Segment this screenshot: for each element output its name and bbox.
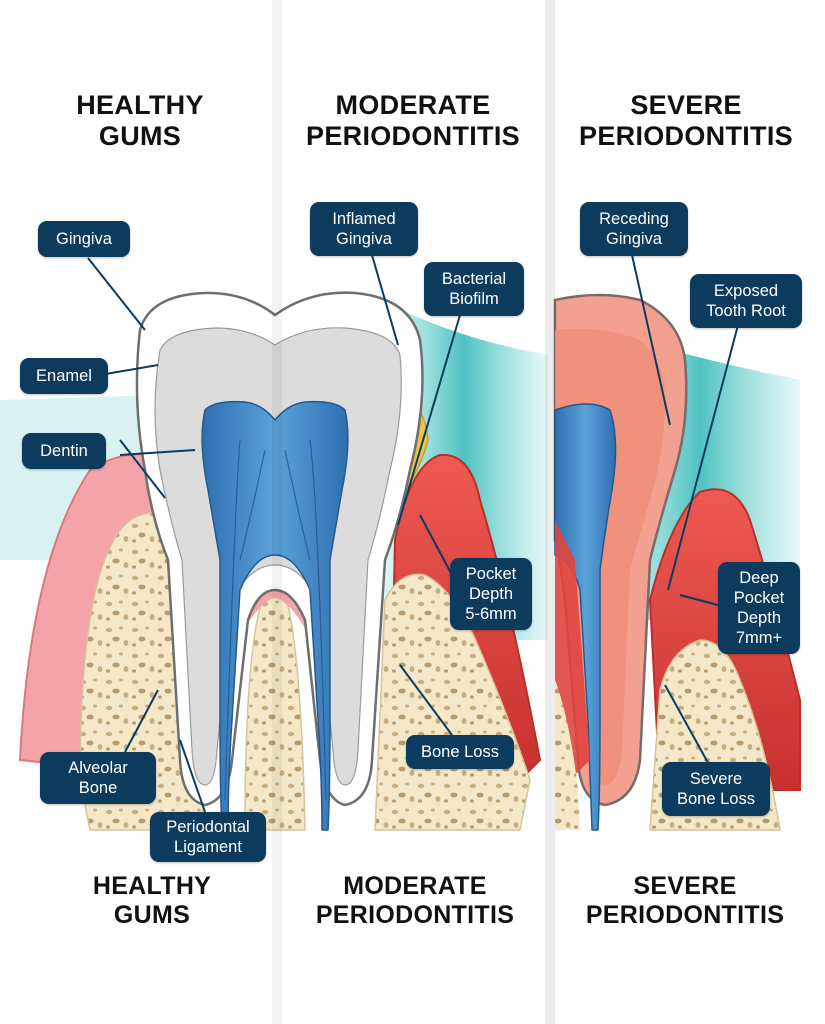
label-receding-gingiva: Receding Gingiva: [580, 202, 688, 256]
label-bacterial-biofilm: Bacterial Biofilm: [424, 262, 524, 316]
label-gingiva: Gingiva: [38, 221, 130, 257]
severe-bone-left: [555, 680, 580, 830]
label-deep-pocket-depth: Deep Pocket Depth 7mm+: [718, 562, 800, 654]
label-periodontal-ligament: Periodontal Ligament: [150, 812, 266, 862]
top-title-healthy: HEALTHY GUMS: [76, 90, 204, 151]
leader-lines: [87, 254, 739, 813]
label-exposed-tooth-root: Exposed Tooth Root: [690, 274, 802, 328]
bottom-title-moderate: MODERATE PERIODONTITIS: [315, 872, 515, 929]
label-pocket-depth: Pocket Depth 5-6mm: [450, 558, 532, 630]
panel-divider-2: [545, 0, 555, 1024]
label-alveolar-bone: Alveolar Bone: [40, 752, 156, 804]
bottom-title-healthy: HEALTHY GUMS: [92, 872, 212, 929]
label-inflamed-gingiva: Inflamed Gingiva: [310, 202, 418, 256]
label-severe-bone-loss: Severe Bone Loss: [662, 762, 770, 816]
panel-divider-1: [272, 0, 282, 1024]
label-dentin: Dentin: [22, 433, 106, 469]
severe-tooth-pulp: [554, 403, 617, 831]
pulp-nerves: [224, 439, 327, 801]
label-enamel: Enamel: [20, 358, 108, 394]
top-title-severe: SEVERE PERIODONTITIS: [579, 90, 793, 151]
label-bone-loss: Bone Loss: [406, 735, 514, 769]
top-title-moderate: MODERATE PERIODONTITIS: [306, 90, 520, 151]
bottom-title-severe: SEVERE PERIODONTITIS: [585, 872, 785, 929]
tooth-pulp: [201, 400, 349, 831]
